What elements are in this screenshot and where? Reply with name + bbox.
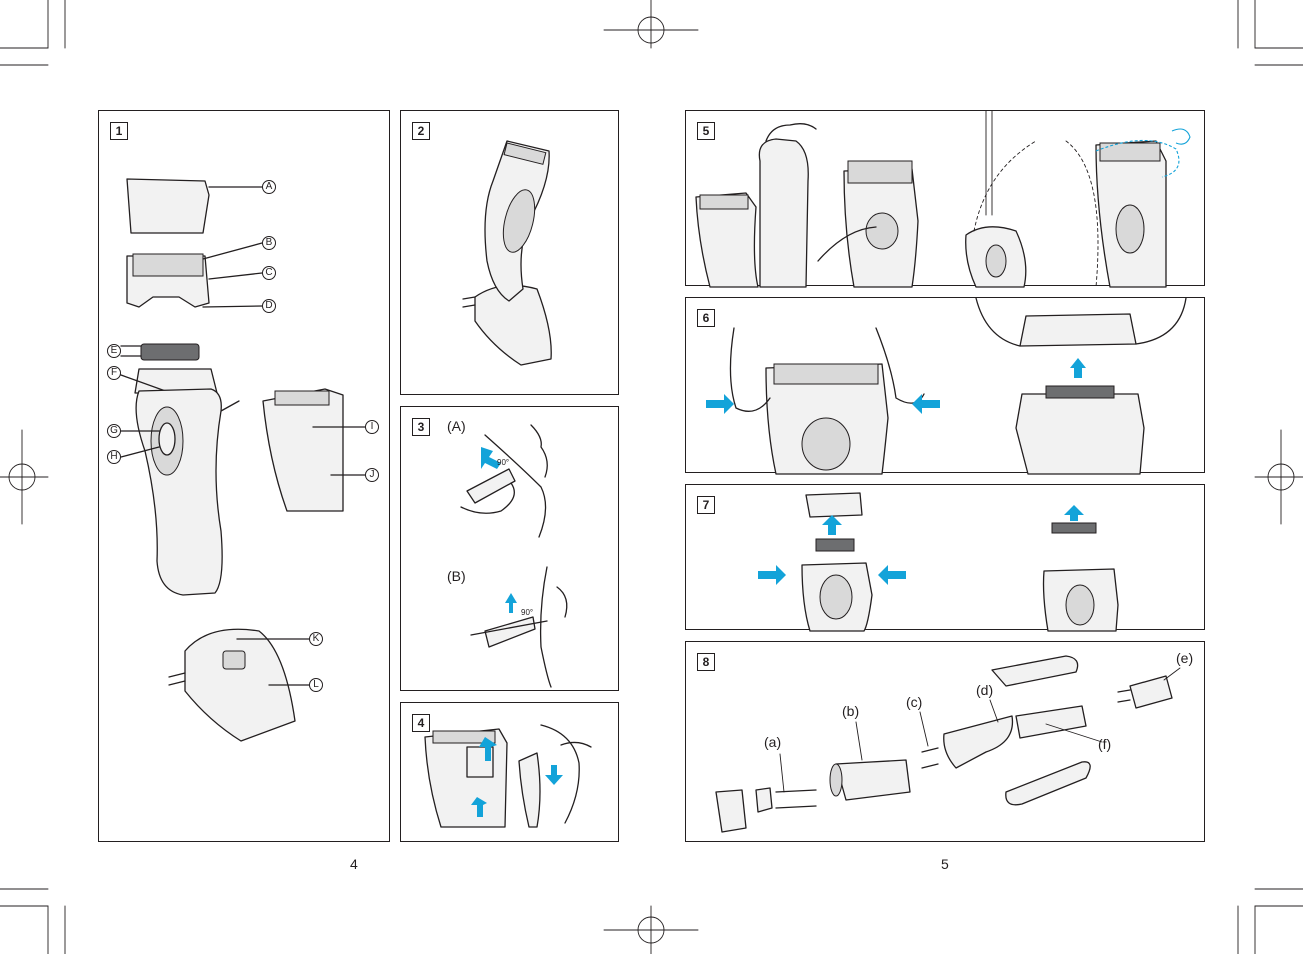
shaver-parts-illustration (120, 178, 366, 742)
panel-3-shaving-technique: 3 (A) (B) 90° 90° (400, 406, 619, 691)
arrow-icon (706, 394, 734, 414)
cutter-removal-illustration (758, 492, 1119, 632)
arrow-icon (481, 447, 501, 469)
panel-number: 5 (697, 122, 715, 140)
panel-number: 1 (110, 122, 128, 140)
callout-j: J (365, 468, 379, 482)
panel-2-charging-stand: 2 (400, 110, 619, 395)
part-b-label: (b) (842, 703, 860, 719)
callout-i: I (365, 420, 379, 434)
panel-4-long-hair-trimmer: 4 (400, 702, 619, 842)
shaving-angle-illustration: 90° 90° (460, 424, 568, 688)
label-a: (A) (447, 418, 466, 434)
callout-e: E (107, 344, 121, 358)
page-number-right: 5 (941, 856, 949, 872)
arrow-icon (822, 515, 842, 535)
part-f-label: (f) (1098, 736, 1112, 752)
foil-removal-illustration (706, 297, 1187, 475)
panel-number: 4 (412, 714, 430, 732)
part-e-label: (e) (1176, 650, 1194, 666)
callout-a: A (262, 180, 276, 194)
callout-b: B (262, 236, 276, 250)
panel-number: 2 (412, 122, 430, 140)
label-b: (B) (447, 568, 466, 584)
arrow-icon (878, 565, 906, 585)
part-a-label: (a) (764, 734, 782, 750)
callout-f: F (107, 366, 121, 380)
callout-g: G (107, 424, 121, 438)
arrow-icon (545, 765, 563, 785)
panel-number: 3 (412, 418, 430, 436)
arrow-icon (912, 394, 940, 414)
arrow-icon (1064, 505, 1084, 521)
shaver-on-stand-illustration (462, 140, 552, 366)
part-c-label: (c) (906, 694, 923, 710)
callout-d: D (262, 299, 276, 313)
arrow-icon (505, 593, 517, 613)
trimmer-illustration (424, 724, 592, 828)
arrow-icon (479, 737, 497, 761)
arrow-icon (471, 797, 487, 817)
svg-text:90°: 90° (497, 458, 509, 467)
panel-7-remove-cutter: 7 (685, 484, 1205, 632)
arrow-icon (1070, 358, 1086, 378)
callout-k: K (309, 632, 323, 646)
callout-h: H (107, 450, 121, 464)
page-number-left: 4 (350, 856, 358, 872)
panel-number: 6 (697, 309, 715, 327)
callout-l: L (309, 678, 323, 692)
panel-5-cleaning: 5 (685, 110, 1205, 288)
cleaning-illustration (695, 110, 1191, 288)
panel-number: 8 (697, 653, 715, 671)
panel-6-remove-foil: 6 (685, 297, 1205, 475)
callout-c: C (262, 266, 276, 280)
svg-text:90°: 90° (521, 608, 533, 617)
part-d-label: (d) (976, 682, 994, 698)
panel-8-disassembly: 8 (a) (b) (c) (d) (e) (f) (685, 641, 1205, 842)
panel-1-parts-overview: 1 A B C D E (98, 110, 390, 842)
panel-number: 7 (697, 496, 715, 514)
exploded-parts-illustration (715, 655, 1181, 833)
arrow-icon (758, 565, 786, 585)
